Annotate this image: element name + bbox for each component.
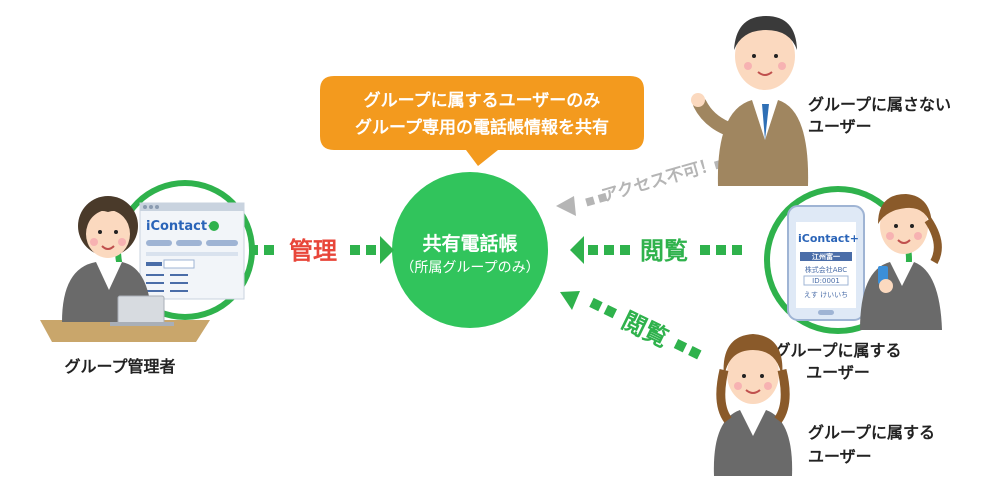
view-arrow-right: 閲覧 — [570, 236, 742, 265]
plus-badge-icon — [209, 221, 219, 231]
no-access-label: アクセス不可！ — [600, 155, 719, 207]
member-bottom-caption-2: ユーザー — [808, 447, 872, 466]
member-user-right: iContact+ 江州富一 株式会社ABC ID:0001 えす けいいち グ… — [764, 186, 942, 382]
non-member-user: グループに属さない ユーザー — [691, 16, 951, 186]
group-admin: iContact+ グループ管 — [40, 180, 255, 376]
bubble-line-2: グループ専用の電話帳情報を共有 — [355, 117, 609, 138]
bubble-line-1: グループに属するユーザーのみ — [364, 90, 601, 111]
phone-app-brand: iContact+ — [798, 232, 859, 245]
shared-phonebook-subtitle: （所属グループのみ） — [400, 260, 539, 276]
non-member-caption-1: グループに属さない — [808, 95, 951, 114]
view-label-bottom: 閲覧 — [617, 306, 672, 352]
shared-phonebook-node: 共有電話帳 （所属グループのみ） — [392, 172, 548, 328]
info-bubble: グループに属するユーザーのみ グループ専用の電話帳情報を共有 — [320, 76, 644, 166]
member-right-caption-2: ユーザー — [806, 363, 870, 382]
manage-arrow: 管理 — [248, 236, 394, 265]
non-member-caption-2: ユーザー — [808, 117, 872, 136]
admin-caption: グループ管理者 — [64, 357, 175, 376]
member-user-bottom: グループに属する ユーザー — [713, 334, 935, 476]
card-kana: えす けいいち — [804, 291, 848, 299]
card-name: 江州富一 — [812, 252, 840, 261]
card-company: 株式会社ABC — [805, 265, 847, 274]
admin-app-brand: iContact+ — [146, 219, 218, 234]
card-id: ID:0001 — [812, 277, 840, 285]
member-right-caption-1: グループに属する — [774, 341, 901, 360]
member-phone: iContact+ 江州富一 株式会社ABC ID:0001 えす けいいち — [787, 205, 865, 321]
manage-label: 管理 — [289, 237, 337, 265]
view-label-right: 閲覧 — [640, 237, 688, 265]
admin-app-window: iContact+ — [139, 202, 245, 300]
member-bottom-caption-1: グループに属する — [808, 423, 935, 442]
view-arrow-bottom: 閲覧 — [560, 291, 702, 360]
no-access-arrow: アクセス不可！ — [556, 155, 724, 216]
shared-phonebook-title: 共有電話帳 — [422, 232, 517, 255]
